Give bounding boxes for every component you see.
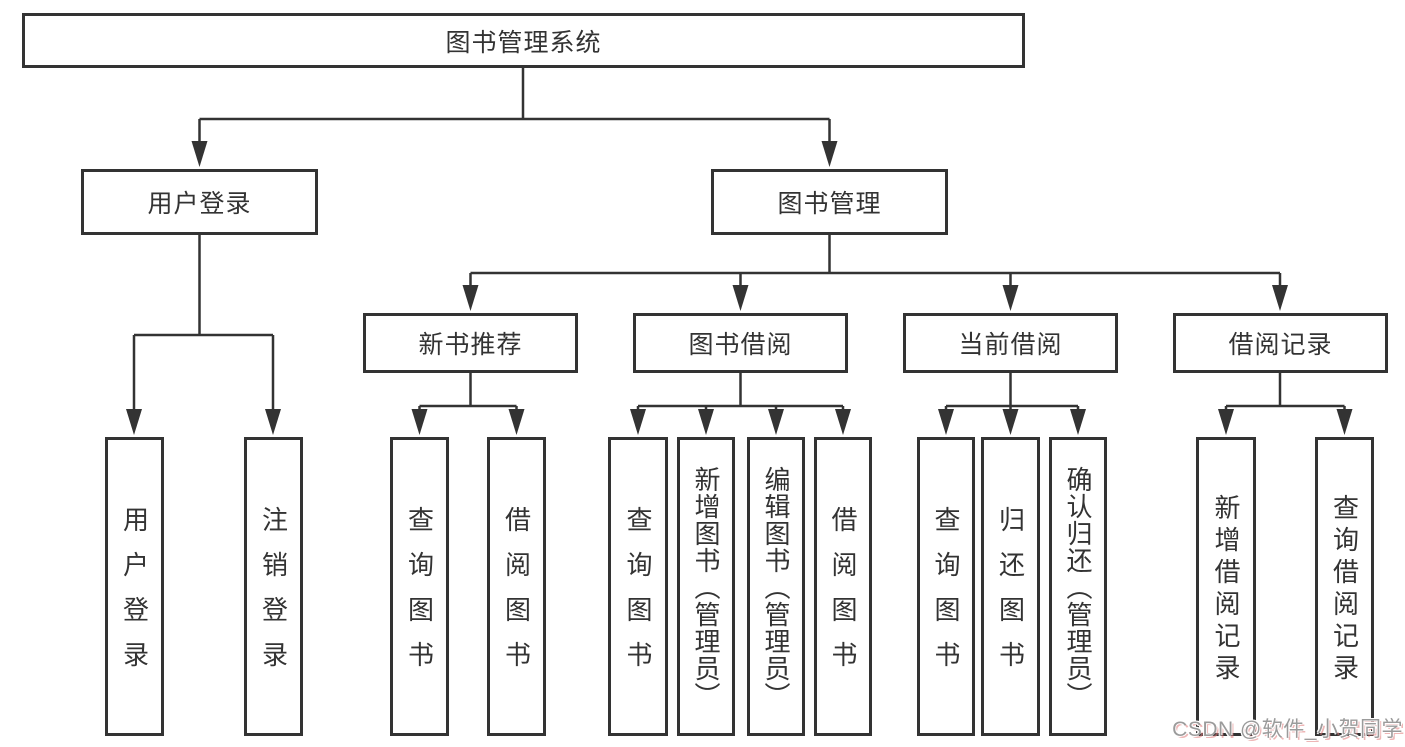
node-current-borrow-label: 当前借阅	[958, 331, 1063, 359]
leaf-add-borrow-record-label: 新增借阅记录	[1211, 493, 1241, 686]
node-book-borrow-label: 图书借阅	[688, 331, 793, 359]
node-book-borrow: 图书借阅	[633, 313, 848, 373]
node-borrow-records-label: 借阅记录	[1228, 331, 1333, 359]
leaf-query-borrow-record: 查询借阅记录	[1315, 437, 1374, 736]
leaf-query-borrow-record-label: 查询借阅记录	[1329, 493, 1360, 686]
node-book-management-label: 图书管理	[777, 190, 882, 218]
leaf-borrow-books: 借阅图书	[814, 437, 872, 736]
leaf-return-book: 归还图书	[981, 437, 1040, 736]
node-library-system: 图书管理系统	[22, 13, 1025, 68]
node-new-book-recommend-label: 新书推荐	[418, 331, 523, 359]
leaf-user-login-label: 用户登录	[119, 506, 150, 686]
leaf-query-books-recommend-label: 查询图书	[404, 506, 435, 686]
leaf-add-book-admin: 新增图书（管理员）	[677, 437, 735, 736]
node-book-management: 图书管理	[711, 169, 948, 235]
leaf-confirm-return-admin: 确认归还（管理员）	[1049, 437, 1107, 736]
leaf-user-login: 用户登录	[105, 437, 164, 736]
node-borrow-records: 借阅记录	[1173, 313, 1388, 373]
leaf-add-book-admin-label: 新增图书（管理员）	[691, 465, 721, 709]
leaf-borrow-books-label: 借阅图书	[828, 506, 858, 686]
arrowheads	[126, 141, 1353, 435]
leaf-query-books-recommend: 查询图书	[390, 437, 449, 736]
leaf-query-books-current: 查询图书	[917, 437, 975, 736]
watermark: CSDN @软件_小贺同学	[1172, 718, 1403, 741]
leaf-query-books-current-label: 查询图书	[931, 506, 961, 686]
leaf-logout: 注销登录	[244, 437, 303, 736]
leaf-borrow-books-recommend-label: 借阅图书	[501, 506, 532, 686]
node-new-book-recommend: 新书推荐	[363, 313, 578, 373]
leaf-borrow-books-recommend: 借阅图书	[487, 437, 546, 736]
leaf-query-books-borrow: 查询图书	[608, 437, 668, 736]
leaf-query-books-borrow-label: 查询图书	[623, 506, 653, 686]
leaf-edit-book-admin: 编辑图书（管理员）	[747, 437, 805, 736]
leaf-edit-book-admin-label: 编辑图书（管理员）	[761, 465, 791, 709]
node-library-system-label: 图书管理系统	[445, 28, 602, 57]
leaf-return-book-label: 归还图书	[995, 506, 1026, 686]
leaf-add-borrow-record: 新增借阅记录	[1196, 437, 1256, 736]
leaf-confirm-return-admin-label: 确认归还（管理员）	[1063, 465, 1093, 709]
node-current-borrow: 当前借阅	[903, 313, 1118, 373]
node-user-login: 用户登录	[81, 169, 318, 235]
node-user-login-label: 用户登录	[147, 190, 252, 218]
leaf-logout-label: 注销登录	[258, 506, 289, 686]
